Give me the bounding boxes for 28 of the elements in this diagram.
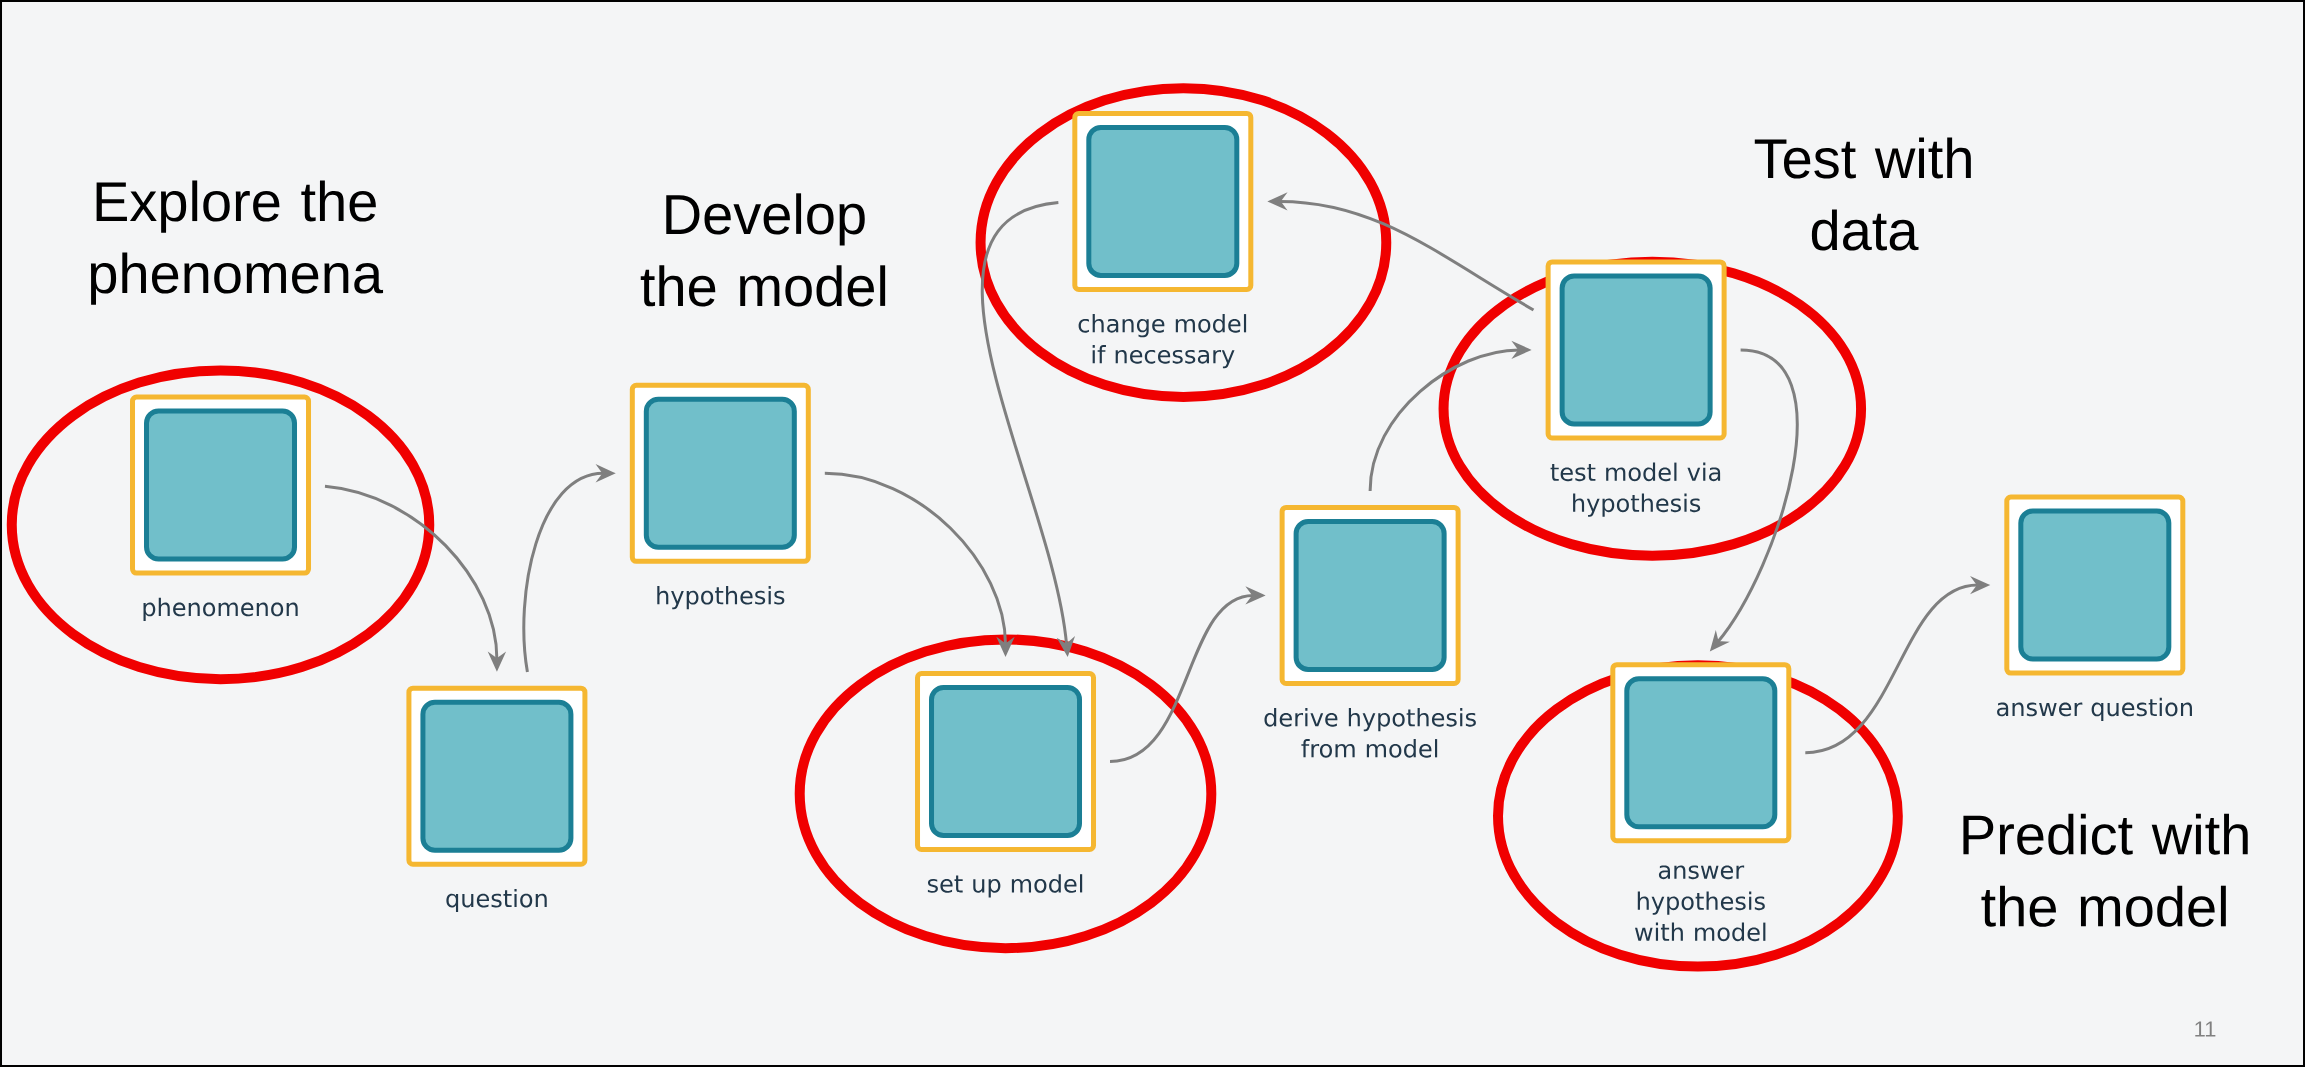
node-label: answer question	[1997, 697, 2192, 722]
highlight-ellipse	[1438, 256, 1867, 561]
highlight-ellipse	[975, 83, 1392, 402]
node-label: hypothesis	[657, 585, 785, 610]
process-step: question	[406, 685, 588, 913]
stage-heading: Predict with the model	[1963, 813, 2248, 927]
stage-heading: Develop the model	[640, 193, 886, 307]
process-step: set up model	[915, 671, 1096, 898]
process-step: derive hypothesis from model	[1264, 504, 1476, 758]
process-step: test model via hypothesis	[1545, 259, 1727, 517]
page-number: 11	[2195, 1021, 2216, 1037]
highlight-ellipse	[6, 365, 435, 685]
process-step: change model if necessary	[1072, 110, 1254, 369]
node-label: derive hypothesis from model	[1264, 708, 1476, 758]
node-label: phenomenon	[143, 597, 298, 621]
node-label: set up model	[927, 874, 1083, 898]
process-step: answer hypothesis with model	[1610, 662, 1792, 942]
process-step: answer question	[1997, 494, 2192, 721]
node-label: test model via hypothesis	[1550, 462, 1721, 517]
stage-heading: Test with data	[1754, 137, 1971, 251]
process-step: phenomenon	[130, 394, 311, 621]
node-label: question	[446, 888, 547, 913]
process-step: hypothesis	[629, 382, 811, 610]
node-label: change model if necessary	[1078, 314, 1247, 369]
stage-heading: Explore the phenomena	[90, 180, 384, 305]
highlight-ellipse	[1493, 660, 1903, 972]
node-label: answer hypothesis with model	[1634, 865, 1766, 942]
highlight-ellipse	[794, 634, 1217, 954]
